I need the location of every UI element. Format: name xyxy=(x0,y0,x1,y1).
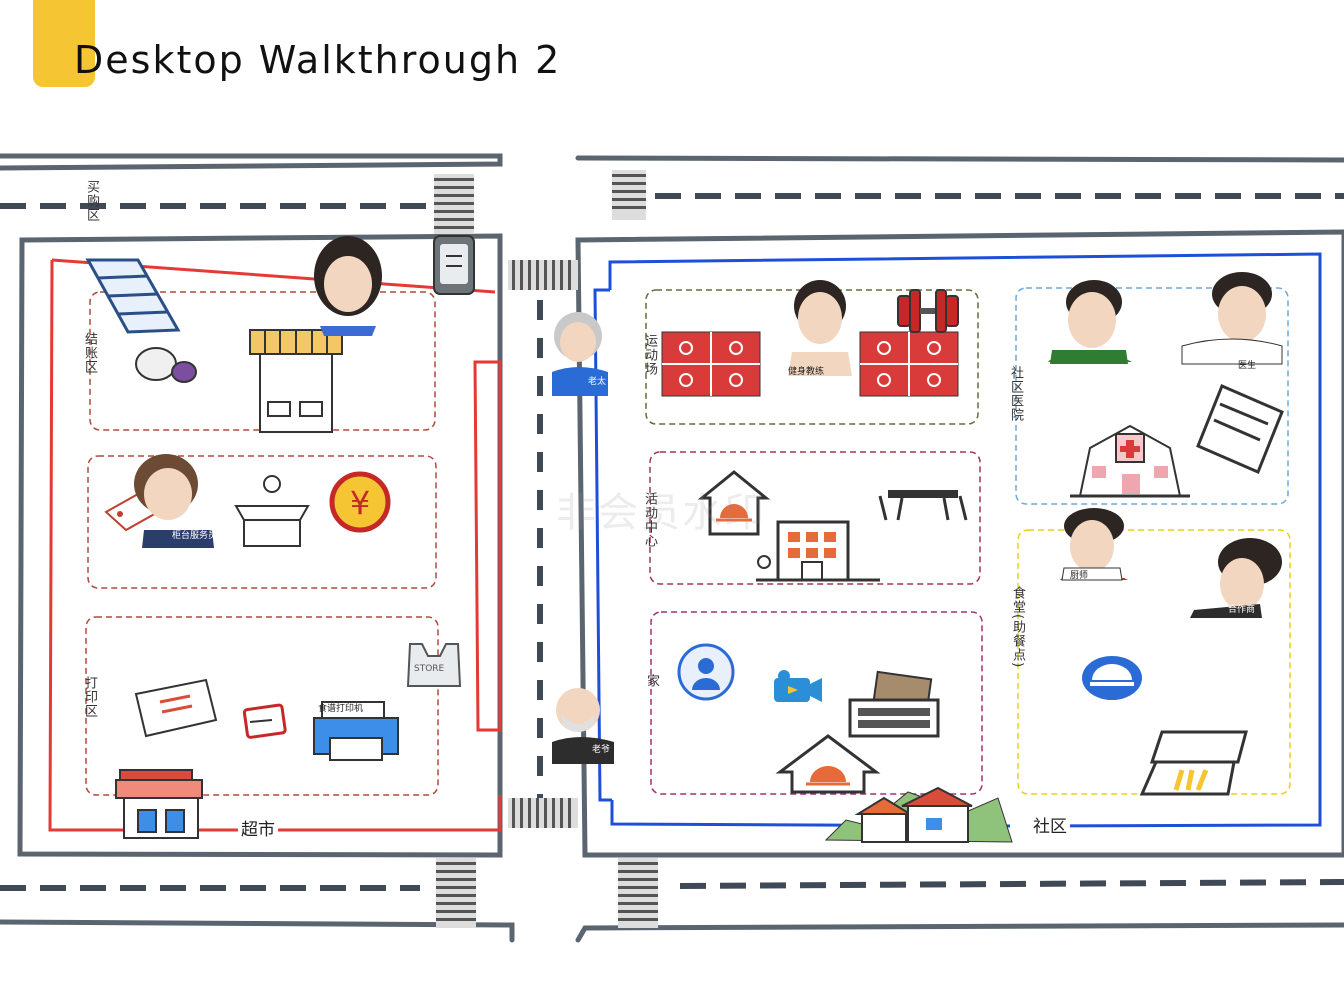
tag-store-bag: STORE xyxy=(414,664,445,674)
tag-counter-staff: 柜台服务员 xyxy=(172,531,218,541)
globe-user-icon xyxy=(677,643,735,701)
supermarket-staff-figure xyxy=(314,236,382,336)
tag-old-man: 老爷 xyxy=(592,745,611,755)
walkthrough-map: ¥ xyxy=(0,153,1344,943)
zone-label-sports-field: 运动场 xyxy=(642,334,657,376)
crosswalks xyxy=(434,170,658,928)
tag-chef: 厨师 xyxy=(1070,571,1089,581)
area-label-community: 社区 xyxy=(1030,812,1070,837)
canteen-staff-figure xyxy=(1190,538,1282,618)
zone-label-community-hospital: 社区医院 xyxy=(1008,366,1023,422)
service-bell-icon xyxy=(1082,656,1142,700)
lane-markings xyxy=(0,193,1344,891)
card-icon xyxy=(242,703,287,739)
menu-board-icon xyxy=(433,235,475,295)
watermark: 非会员水印 xyxy=(556,490,766,536)
dumbbell-icon xyxy=(897,289,959,333)
shop-icon xyxy=(115,769,203,839)
accent-block xyxy=(33,0,95,87)
ticket-icon xyxy=(134,678,218,738)
tag-doctor: 医生 xyxy=(1238,361,1257,371)
camera-icon xyxy=(774,670,822,702)
home-food-icon xyxy=(775,734,881,794)
zone-label-shopping: 买购区 xyxy=(84,180,99,222)
old-man-figure xyxy=(552,688,614,764)
restaurant-icon xyxy=(1139,730,1248,796)
printer-icon xyxy=(313,701,399,761)
zone-label-canteen: 食堂(助餐点) xyxy=(1010,586,1025,669)
slide-header: Desktop Walkthrough 2 xyxy=(0,0,600,100)
radio-icon xyxy=(848,670,940,738)
slide-title: Desktop Walkthrough 2 xyxy=(74,38,562,82)
clinic-staff-figure xyxy=(1048,280,1132,364)
tables-icon xyxy=(878,490,968,521)
home-food-icon xyxy=(697,470,771,536)
chef-figure xyxy=(1060,508,1128,581)
shelf-icon xyxy=(85,258,181,334)
old-lady-figure xyxy=(552,312,608,396)
zone-label-home: 家 xyxy=(644,674,659,688)
vegetables-icon xyxy=(135,347,197,383)
area-label-supermarket: 超市 xyxy=(238,815,278,840)
building-icon xyxy=(756,520,880,582)
store-bag-icon xyxy=(406,643,462,687)
houses-icon xyxy=(824,786,1013,843)
court-icon xyxy=(859,331,959,397)
counter-staff-figure xyxy=(134,454,214,548)
court-icon xyxy=(661,331,761,397)
doctor-figure xyxy=(1181,272,1283,365)
market-stall-icon xyxy=(249,329,343,433)
tag-old-lady: 老太 xyxy=(588,377,607,387)
tag-fitness-coach: 健身教练 xyxy=(788,367,825,377)
tag-canteen-staff: 合作商 xyxy=(1228,605,1256,615)
fitness-coach-figure xyxy=(788,280,852,376)
zone-label-printing: 打印区 xyxy=(82,676,97,718)
hospital-icon xyxy=(1070,424,1190,498)
yuan-coin-icon: ¥ xyxy=(329,471,391,533)
svg-text:¥: ¥ xyxy=(350,484,370,522)
road-lines xyxy=(0,153,1344,943)
zone-label-checkout: 结账区 xyxy=(82,332,97,374)
sign-icon xyxy=(1196,384,1284,474)
tag-printer: 食谱打印机 xyxy=(318,704,364,714)
zone-label-activity-center: 活动中心 xyxy=(642,492,657,548)
cashier-icon xyxy=(234,475,310,547)
supermarket-zones xyxy=(85,291,439,796)
